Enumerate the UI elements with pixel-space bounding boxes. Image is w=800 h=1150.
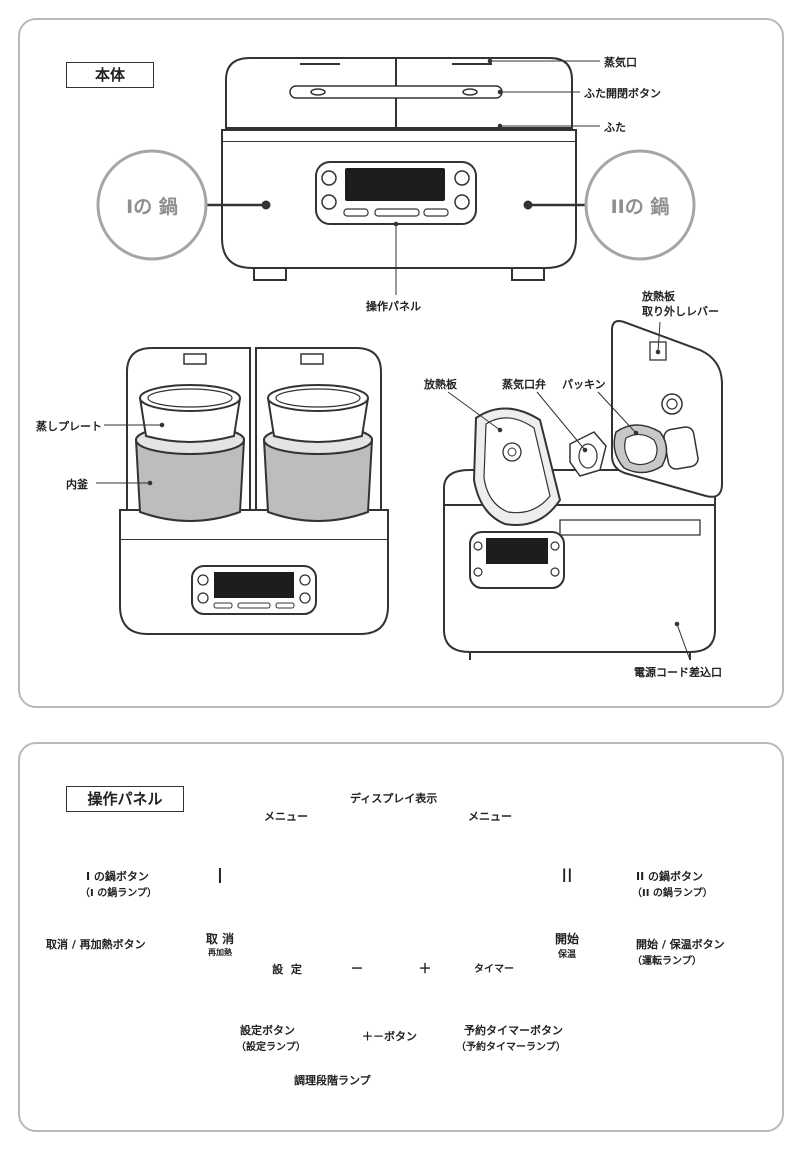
menu-item-steam: 蒸し [491,856,509,866]
section-title-control-panel: 操作パネル [66,786,184,812]
label-run-lamp: （運転ランプ） [632,956,702,967]
pot2-button-label: II [561,865,573,887]
plus-button-label: ＋ [418,962,432,977]
start-keepwarm-button[interactable]: 開始 保温 [547,926,587,966]
label-steam-vent: 蒸気口 [604,56,637,69]
label-start-button: 開始 / 保温ボタン [636,938,725,951]
label-menu-right: メニュー [468,810,512,823]
stage-keep-warm: 保温 [429,932,445,941]
label-control-panel-top: 操作パネル [366,300,421,313]
menu-item-soup: スープ [276,893,301,903]
panel-left-menu: 炊飯 炊き込み スープ おかゆ 雑炊 [276,854,320,947]
label-setting-lamp: （設定ランプ） [236,1042,306,1053]
cooker-open-lid [443,320,723,660]
label-timer-lamp: （予約タイマーランプ） [456,1042,566,1053]
menu-item-rice: 炊飯 [276,856,294,866]
menu-item-yogurt: ヨーグルト [471,929,510,938]
label-lid-open-button: ふた開閉ボタン [584,87,661,100]
start-button-sub-label: 保温 [557,950,576,960]
cancel-button-main-label: 取 消 [205,932,235,946]
menu-item-porridge: おかゆ [276,911,302,922]
label-pot1-lamp: （I の鍋ランプ） [80,888,157,899]
label-menu-left: メニュー [264,810,308,823]
section-title-main-body: 本体 [66,62,154,88]
label-stage-lamp: 調理段階ランプ [294,1074,371,1087]
timer-button[interactable]: タイマー [463,960,525,980]
stage-cooking: 調理 [383,932,399,941]
panel-right-menu: 蒸し 煮込み ケーキ 手動 ヨーグルト [463,854,510,947]
label-pot1-button: I の鍋ボタン [86,870,149,883]
label-steam-plate: 蒸しプレート [36,420,102,433]
label-pot1: Iの 鍋 [126,196,178,218]
pot1-button-label: I [217,864,223,888]
menu-item-stew: 煮込み [483,874,509,885]
setting-button-label: 設 定 [272,963,302,976]
label-timer-button: 予約タイマーボタン [464,1024,563,1037]
menu-item-manual: 手動 [491,911,509,922]
menu-item-zosui: 雑炊 [276,930,294,940]
minus-button[interactable]: － [342,960,372,980]
label-cancel-button: 取消 / 再加熱ボタン [46,938,146,951]
label-plus-minus-button: ＋－ボタン [362,1030,417,1043]
label-steam-valve: 蒸気口弁 [502,378,546,391]
pot1-circle [96,149,208,261]
stage-preheat: 予熱 [337,932,353,941]
menu-item-cake: ケーキ [483,893,509,903]
cancel-reheat-button[interactable]: 取 消 再加熱 [200,926,240,966]
start-button-main-label: 開始 [554,932,579,946]
panel-display-digits: 88:88 [335,865,449,906]
label-heat-plate-lever-2: 取り外しレバー [642,305,719,318]
setting-button[interactable]: 設 定 [256,960,318,980]
label-heat-plate: 放熱板 [424,378,457,391]
timer-button-label: タイマー [474,964,514,975]
leader-lines-mid-right [447,321,691,661]
minus-button-label: － [350,962,364,977]
label-pot2-lamp: （II の鍋ランプ） [632,888,713,899]
label-pot2-button: II の鍋ボタン [636,870,704,883]
cancel-button-sub-label: 再加熱 [208,948,232,957]
leader-lines-top [206,58,600,295]
pot1-button[interactable]: I [200,856,240,896]
label-display: ディスプレイ表示 [350,792,438,805]
cooker-front-view [221,57,577,281]
label-setting-button: 設定ボタン [240,1024,295,1037]
menu-item-mixed-rice: 炊き込み [276,874,311,885]
plus-button[interactable]: ＋ [410,960,440,980]
label-power-cord-inlet: 電源コード差込口 [634,666,722,679]
label-inner-pot: 内釜 [66,478,88,491]
label-heat-plate-lever-1: 放熱板 [642,290,675,303]
label-pot2: IIの 鍋 [610,196,670,218]
pot2-circle [584,149,696,261]
label-packing: パッキン [562,378,606,391]
pot2-button[interactable]: II [547,856,587,896]
leader-lines-mid-left [96,422,165,486]
cooker-open-pots [119,347,389,635]
label-lid: ふた [604,121,626,134]
